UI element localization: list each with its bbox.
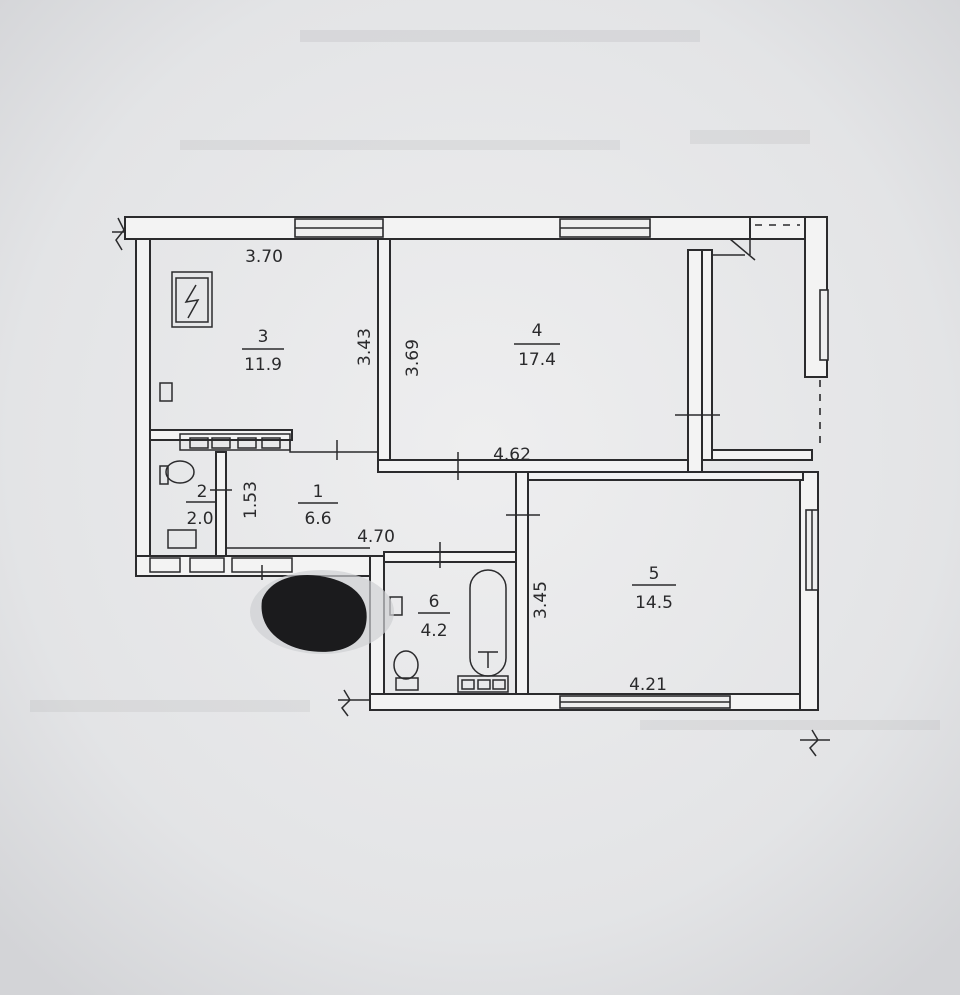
redaction-mark [250, 570, 394, 654]
toilet-icon [159, 460, 195, 485]
room-area: 2.0 [186, 509, 213, 529]
dimension-label: 4.21 [629, 675, 667, 695]
dimension-label: 3.43 [355, 328, 375, 366]
bleed-through-marks [30, 30, 940, 730]
socket-icon [159, 382, 173, 402]
dimension-label: 3.69 [403, 339, 423, 377]
dimension-label: 3.70 [245, 247, 283, 267]
electrical-panel-icon [171, 271, 213, 328]
dimension-label: 1.53 [241, 481, 261, 519]
windows [294, 218, 829, 709]
radiator-icon [179, 433, 291, 451]
room-label-2: 2 2.0 [186, 482, 216, 529]
room-label-1: 1 6.6 [298, 482, 338, 529]
room-label-4: 4 17.4 [514, 321, 560, 370]
room-area: 6.6 [304, 509, 331, 529]
sink-icon [167, 529, 197, 549]
interior-walls [149, 238, 804, 695]
room-number: 2 [197, 482, 208, 502]
room-number: 1 [313, 482, 324, 502]
room-area: 14.5 [635, 593, 673, 613]
dimension-label: 4.62 [493, 445, 531, 465]
toilet-icon [393, 650, 419, 691]
room-number: 5 [649, 564, 660, 584]
room-label-3: 3 11.9 [242, 327, 284, 375]
room-area: 4.2 [420, 621, 447, 641]
dimension-label: 3.45 [531, 581, 551, 619]
room-number: 3 [258, 327, 269, 347]
dimension-label: 4.70 [357, 527, 395, 547]
room-number: 6 [429, 592, 440, 612]
room-area: 17.4 [518, 350, 556, 370]
room-label-5: 5 14.5 [632, 564, 676, 613]
room-number: 4 [532, 321, 543, 341]
fixtures [149, 271, 509, 693]
radiator-icon [457, 675, 509, 693]
room-label-6: 6 4.2 [418, 592, 450, 641]
dimensions: 3.70 3.43 3.69 4.62 1.53 4.70 3.45 4.21 [241, 247, 667, 695]
room-area: 11.9 [244, 355, 282, 375]
radiator-bottom-icon [149, 557, 293, 573]
